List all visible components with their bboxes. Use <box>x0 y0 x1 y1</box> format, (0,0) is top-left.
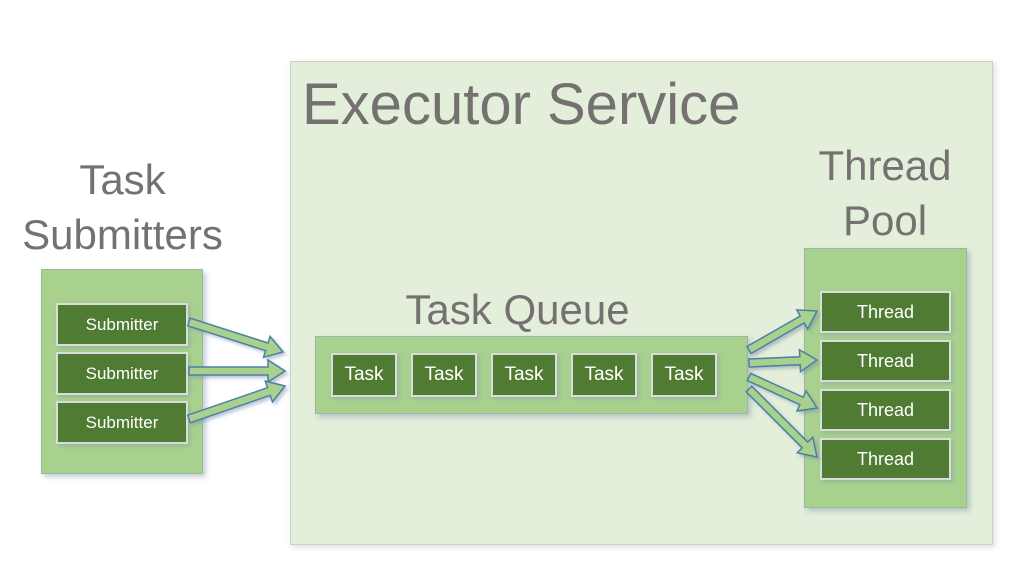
executor-service-title: Executor Service <box>302 72 741 137</box>
task-box: Task <box>331 353 397 397</box>
submitter-to-queue-arrow-icon <box>188 358 287 384</box>
task-queue-label: Task Queue <box>405 286 630 333</box>
thread-box: Thread <box>820 291 951 333</box>
task-submitters-container: Submitter Submitter Submitter <box>41 269 203 474</box>
task-submitters-label: Task Submitters <box>22 156 223 258</box>
submitter-box: Submitter <box>56 401 188 444</box>
thread-box: Thread <box>820 438 951 480</box>
submitter-box: Submitter <box>56 303 188 346</box>
thread-box: Thread <box>820 340 951 382</box>
task-box: Task <box>571 353 637 397</box>
task-queue-container: Task Task Task Task Task <box>315 336 748 414</box>
task-box: Task <box>491 353 557 397</box>
thread-pool-container: Thread Thread Thread Thread <box>804 248 967 508</box>
task-box: Task <box>411 353 477 397</box>
task-box: Task <box>651 353 717 397</box>
thread-pool-label: Thread Pool <box>818 142 952 244</box>
thread-box: Thread <box>820 389 951 431</box>
submitter-box: Submitter <box>56 352 188 395</box>
